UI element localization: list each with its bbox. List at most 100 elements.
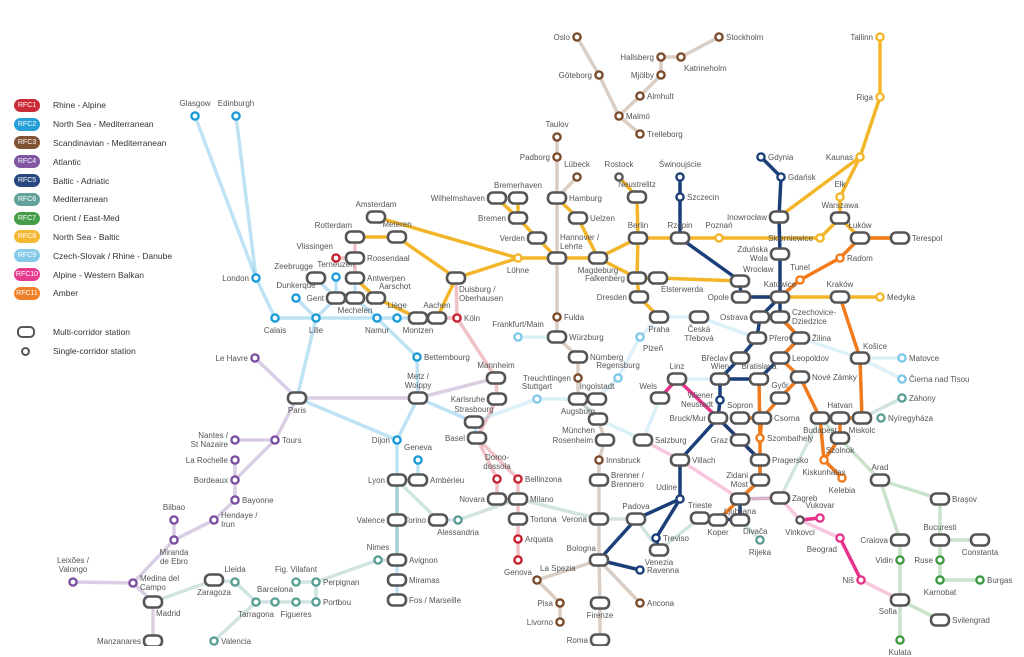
multi-corridor-station-nürnberg[interactable]: [567, 350, 589, 364]
single-corridor-station-tours[interactable]: [270, 435, 280, 445]
single-corridor-station-radom[interactable]: [835, 253, 845, 263]
multi-corridor-station-augsburg[interactable]: [567, 392, 589, 406]
single-corridor-station-calais[interactable]: [270, 313, 280, 323]
multi-corridor-station-braşov[interactable]: [929, 492, 951, 506]
single-corridor-station-ełk[interactable]: [835, 192, 845, 202]
multi-corridor-station-basel[interactable]: [466, 431, 488, 445]
multi-corridor-station-strasbourg[interactable]: [463, 415, 485, 429]
multi-corridor-station-szolnok[interactable]: [829, 431, 851, 445]
single-corridor-station-fig.-vilafant[interactable]: [291, 577, 301, 587]
single-corridor-station-pisa[interactable]: [555, 598, 565, 608]
single-corridor-station-terneuzen[interactable]: [331, 272, 341, 282]
single-corridor-station-ravenna[interactable]: [635, 565, 645, 575]
single-corridor-station-miranda-de-ebro[interactable]: [169, 535, 179, 545]
single-corridor-station-innsbruck[interactable]: [594, 455, 604, 465]
single-corridor-station-medina-del-campo[interactable]: [128, 578, 138, 588]
multi-corridor-station-wien[interactable]: [709, 372, 731, 386]
single-corridor-station-domo--dossola[interactable]: [492, 474, 502, 484]
single-corridor-station-ruse[interactable]: [935, 555, 945, 565]
single-corridor-station-oslo[interactable]: [572, 32, 582, 42]
multi-corridor-station-duisburg---oberhausen[interactable]: [445, 271, 467, 285]
multi-corridor-station-arad[interactable]: [869, 473, 891, 487]
single-corridor-station-la-spezia[interactable]: [532, 575, 542, 585]
single-corridor-station-livorno[interactable]: [555, 617, 565, 627]
multi-corridor-station-koper[interactable]: [707, 513, 729, 527]
single-corridor-station-kulata[interactable]: [895, 635, 905, 645]
multi-corridor-station-antwerpen[interactable]: [344, 271, 366, 285]
single-corridor-station-nimes[interactable]: [373, 555, 383, 565]
multi-corridor-station-ostrava[interactable]: [749, 310, 771, 324]
single-corridor-station-treviso[interactable]: [651, 533, 661, 543]
multi-corridor-station-roosendaal[interactable]: [344, 251, 366, 265]
multi-corridor-station-břeclav[interactable]: [729, 351, 751, 365]
multi-corridor-station-hatvan[interactable]: [829, 411, 851, 425]
multi-corridor-station-ingolstadt[interactable]: [586, 392, 608, 406]
single-corridor-station-lleida[interactable]: [230, 577, 240, 587]
multi-corridor-station-ambérieu[interactable]: [407, 473, 429, 487]
single-corridor-station-karnobat[interactable]: [935, 575, 945, 585]
single-corridor-station-vlissingen[interactable]: [331, 253, 341, 263]
multi-corridor-station-warszawa[interactable]: [829, 211, 851, 225]
multi-corridor-station-falkenberg[interactable]: [626, 271, 648, 285]
multi-corridor-station-přerov[interactable]: [746, 331, 768, 345]
multi-corridor-station-karlsruhe[interactable]: [486, 392, 508, 406]
multi-corridor-station-nové-zámky[interactable]: [789, 370, 811, 384]
multi-corridor-station-łuków[interactable]: [849, 231, 871, 245]
multi-corridor-station-hamburg[interactable]: [546, 191, 568, 205]
multi-corridor-station-divača[interactable]: [729, 513, 751, 527]
multi-corridor-station-magdeburg[interactable]: [587, 251, 609, 265]
single-corridor-station-tarragona[interactable]: [251, 597, 261, 607]
single-corridor-station-rostock[interactable]: [614, 172, 624, 182]
multi-corridor-station-svilengrad[interactable]: [929, 613, 951, 627]
multi-corridor-station-mannheim[interactable]: [485, 371, 507, 385]
multi-corridor-station-terespol[interactable]: [889, 231, 911, 245]
multi-corridor-station-novara[interactable]: [486, 492, 508, 506]
multi-corridor-station-zduńska-wola[interactable]: [769, 247, 791, 261]
multi-corridor-station-opole[interactable]: [730, 290, 752, 304]
multi-corridor-station-fos---marseille[interactable]: [386, 593, 408, 607]
single-corridor-station-bilbao[interactable]: [169, 515, 179, 525]
multi-corridor-station-graz[interactable]: [729, 433, 751, 447]
single-corridor-station-bettembourg[interactable]: [412, 352, 422, 362]
multi-corridor-station-rzepin[interactable]: [669, 231, 691, 245]
multi-corridor-station-tortona[interactable]: [507, 512, 529, 526]
single-corridor-station-genova[interactable]: [513, 555, 523, 565]
multi-corridor-station-montzen[interactable]: [407, 311, 429, 325]
single-corridor-station-matovce[interactable]: [897, 353, 907, 363]
multi-corridor-station-paris[interactable]: [286, 391, 308, 405]
multi-corridor-station-milano[interactable]: [507, 492, 529, 506]
multi-corridor-station-bratislava[interactable]: [748, 372, 770, 386]
single-corridor-station-nyíregyháza[interactable]: [876, 413, 886, 423]
single-corridor-station-namur[interactable]: [372, 313, 382, 323]
multi-corridor-station-rosenheim[interactable]: [594, 433, 616, 447]
single-corridor-station-skierniewice[interactable]: [815, 233, 825, 243]
multi-corridor-station-bremerhaven[interactable]: [507, 191, 529, 205]
multi-corridor-station-ljubljana[interactable]: [729, 492, 751, 506]
multi-corridor-station-gent[interactable]: [325, 291, 347, 305]
single-corridor-station-figueres[interactable]: [291, 597, 301, 607]
multi-corridor-station-sofia[interactable]: [889, 593, 911, 607]
single-corridor-station-záhony[interactable]: [897, 393, 907, 403]
multi-corridor-station-madrid[interactable]: [142, 595, 164, 609]
multi-corridor-station-zaragoza[interactable]: [203, 573, 225, 587]
single-corridor-station-burgas[interactable]: [975, 575, 985, 585]
single-corridor-station-köln[interactable]: [452, 313, 462, 323]
single-corridor-station-plzeň[interactable]: [635, 332, 645, 342]
multi-corridor-station-miramas[interactable]: [386, 573, 408, 587]
multi-corridor-station-czechovice--dziedzice[interactable]: [769, 310, 791, 324]
multi-corridor-station-rotterdam[interactable]: [344, 230, 366, 244]
multi-corridor-station-avignon[interactable]: [386, 553, 408, 567]
single-corridor-station-wiener-neustadt[interactable]: [715, 395, 725, 405]
single-corridor-station-vinkovci[interactable]: [795, 515, 805, 525]
multi-corridor-station-kraków[interactable]: [829, 290, 851, 304]
multi-corridor-station-bruck-mur[interactable]: [707, 411, 729, 425]
single-corridor-station-bellinzona[interactable]: [513, 474, 523, 484]
multi-corridor-station-bologna[interactable]: [588, 553, 610, 567]
single-corridor-station-čierna-nad-tisou[interactable]: [897, 374, 907, 384]
multi-corridor-station-roma[interactable]: [589, 633, 611, 646]
multi-corridor-station-wels[interactable]: [649, 391, 671, 405]
multi-corridor-station-venezia[interactable]: [648, 543, 670, 557]
single-corridor-station-bayonne[interactable]: [230, 495, 240, 505]
multi-corridor-station-praha[interactable]: [648, 310, 670, 324]
single-corridor-station-nantes---st-nazaire[interactable]: [230, 435, 240, 445]
